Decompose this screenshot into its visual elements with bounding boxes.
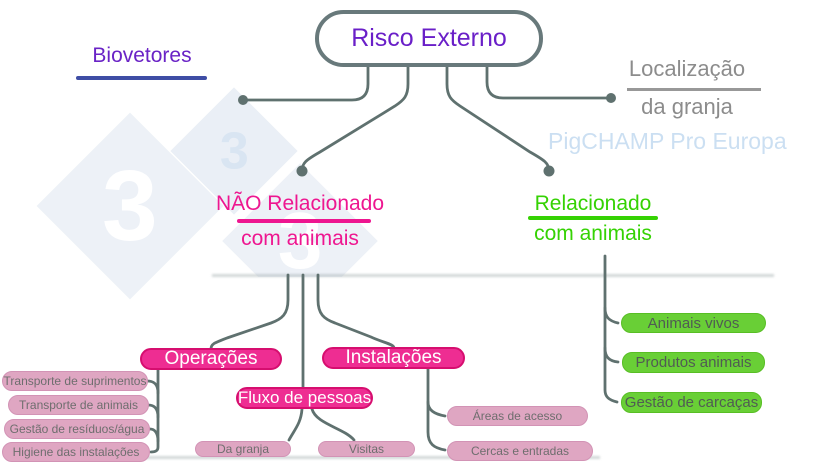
edge-animal-leaf-2	[603, 346, 620, 364]
connector-dot	[606, 93, 616, 103]
location-divider	[627, 88, 761, 91]
connector-dot	[296, 165, 308, 177]
leaf-higiene-das-instalacoes: Higiene das instalações	[2, 442, 150, 462]
node-fluxo-de-pessoas: Fluxo de pessoas	[236, 387, 373, 409]
edge-instalacoes-leaf-1	[426, 400, 447, 418]
leaf-gestao-de-residuos-agua: Gestão de resíduos/água	[4, 419, 150, 439]
edge-fluxo-to-visitas	[310, 407, 356, 442]
edge-non-animal-to-operacoes	[209, 273, 290, 351]
edge-instalacoes-trunk	[426, 367, 447, 452]
edge-root-to-biovetores	[241, 65, 370, 102]
edge-root-to-non-animal	[300, 65, 410, 173]
animal-underline	[528, 216, 658, 220]
leaf-cercas-e-entradas: Cercas e entradas	[447, 441, 593, 461]
edge-operacoes-trunk	[149, 367, 160, 454]
non-animal-title-line1: NÃO Relacionado	[215, 192, 385, 215]
leaf-transporte-de-animais: Transporte de animais	[8, 395, 149, 415]
edge-animal-leaf-1	[603, 306, 620, 325]
seam-cover	[212, 277, 774, 347]
seam-shadow-top	[212, 274, 774, 277]
connector-dot	[543, 165, 555, 177]
watermark-brand: PigCHAMP Pro Europa	[548, 128, 787, 154]
node-operacoes: Operações	[140, 348, 282, 370]
edge-operacoes-leaf-2	[146, 403, 160, 419]
edge-operacoes-leaf-3	[148, 427, 160, 443]
animal-title-line1: Relacionado	[534, 192, 652, 215]
edge-root-to-location	[485, 65, 613, 100]
edge-animal-trunk	[603, 254, 619, 404]
root-node: Risco Externo	[315, 10, 543, 67]
location-label-line1: Localização	[628, 56, 746, 81]
edge-operacoes-leaf-1	[145, 379, 160, 395]
biovetores-underline	[76, 76, 207, 80]
leaf-da-granja: Da granja	[195, 441, 291, 457]
non-animal-underline	[237, 219, 371, 223]
animal-title-line2: com animais	[534, 222, 652, 245]
leaf-transporte-de-suprimentos: Transporte de suprimentos	[2, 371, 148, 391]
leaf-visitas: Visitas	[318, 441, 415, 457]
seam-shadow-bottom	[142, 456, 600, 459]
root-node-label: Risco Externo	[351, 24, 507, 52]
edge-root-to-animal	[445, 65, 551, 173]
leaf-animais-vivos: Animais vivos	[621, 313, 766, 333]
leaf-areas-de-acesso: Áreas de acesso	[447, 406, 588, 426]
non-animal-title-line2: com animais	[241, 227, 359, 250]
leaf-produtos-animais: Produtos animais	[622, 352, 765, 373]
connector-dot	[238, 95, 248, 105]
edge-non-animal-to-instalacoes	[316, 273, 396, 350]
edge-fluxo-to-dagranja	[287, 407, 304, 442]
leaf-gestao-de-carcacas: Gestão de carcaças	[621, 392, 762, 413]
node-instalacoes: Instalações	[322, 347, 465, 369]
location-label-line2: da granja	[641, 94, 733, 119]
biovetores-label: Biovetores	[92, 44, 192, 67]
